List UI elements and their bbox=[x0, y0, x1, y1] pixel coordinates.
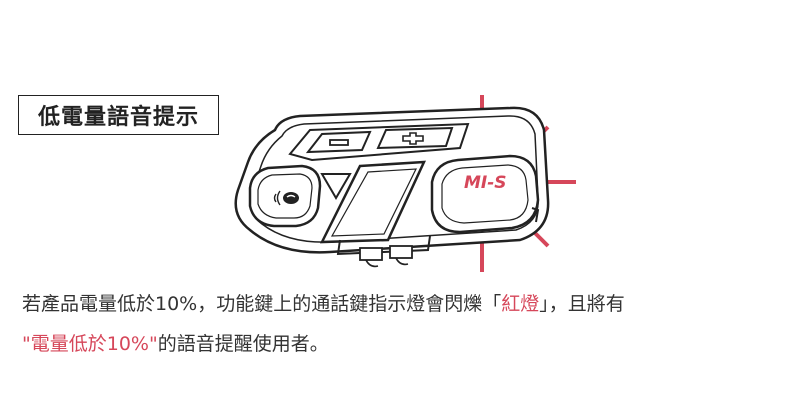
red-light-highlight: 紅燈 bbox=[501, 293, 540, 315]
top-button-strip bbox=[288, 122, 470, 162]
description-line-1: 若產品電量低於10%，功能鍵上的通話鍵指示燈會閃爍「紅燈」，且將有 bbox=[22, 284, 802, 324]
plus-icon bbox=[402, 132, 424, 145]
headset-device-illustration: MI-S bbox=[234, 95, 576, 272]
description-line-2: "電量低於10%"的語音提醒使用者。 bbox=[22, 324, 802, 364]
description-line1-prefix: 若產品電量低於10%，功能鍵上的通話鍵指示燈會閃爍「 bbox=[22, 293, 502, 315]
down-triangle-icon bbox=[320, 173, 352, 200]
section-heading: 低電量語音提示 bbox=[37, 105, 199, 130]
model-label: MI-S bbox=[464, 173, 507, 193]
description-line1-suffix: 」，且將有 bbox=[539, 293, 625, 315]
left-call-button[interactable] bbox=[248, 164, 322, 228]
description-line2-suffix: 的語音提醒使用者。 bbox=[157, 333, 329, 355]
center-flap[interactable] bbox=[319, 160, 427, 244]
voice-icon bbox=[273, 190, 299, 206]
right-multifunction-button[interactable] bbox=[430, 154, 540, 234]
minus-icon bbox=[329, 139, 349, 146]
plus-button[interactable] bbox=[376, 126, 454, 150]
side-port bbox=[531, 207, 540, 223]
minus-button[interactable] bbox=[305, 130, 372, 154]
section-heading-box: 低電量語音提示 bbox=[18, 95, 219, 135]
voice-message-quote: "電量低於10%" bbox=[22, 333, 158, 355]
description-paragraph: 若產品電量低於10%，功能鍵上的通話鍵指示燈會閃爍「紅燈」，且將有 "電量低於1… bbox=[22, 284, 802, 364]
mount-clip bbox=[336, 235, 431, 268]
